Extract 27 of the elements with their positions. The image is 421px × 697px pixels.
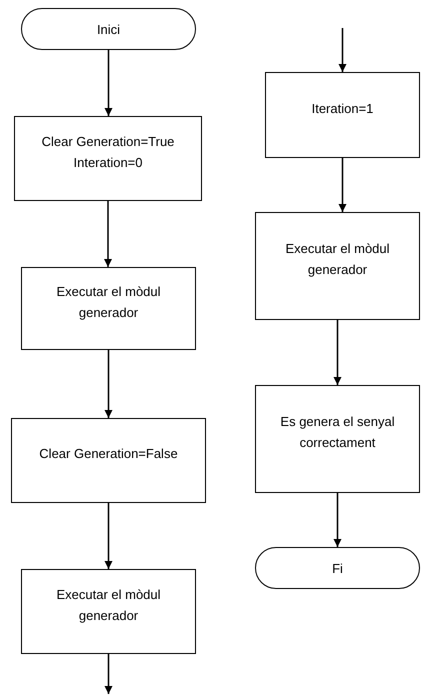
- process-box: [21, 267, 196, 350]
- process-box: [14, 116, 202, 201]
- arrow: [104, 503, 112, 569]
- arrow: [334, 320, 342, 385]
- arrow: [338, 28, 346, 72]
- node-label: Clear Generation=False: [39, 445, 178, 463]
- arrow: [104, 654, 112, 694]
- node-label: Iteration=1: [312, 100, 374, 118]
- node-label: Fi: [332, 560, 343, 578]
- node-label: Executar el mòdul generador: [55, 586, 162, 625]
- terminal-shape: [255, 547, 420, 589]
- node-label: Es genera el senyal correctament: [279, 413, 396, 452]
- process-box: [255, 212, 420, 320]
- arrow: [334, 493, 342, 547]
- process-box: [11, 418, 206, 503]
- node-label: Clear Generation=True Interation=0: [40, 132, 176, 172]
- arrow: [104, 350, 112, 418]
- node-label: Executar el mòdul generador: [284, 240, 391, 279]
- process-box: [255, 385, 420, 493]
- process-box: [21, 569, 196, 654]
- terminal-shape: [21, 8, 196, 50]
- arrow: [104, 50, 112, 116]
- process-box: [265, 72, 420, 158]
- node-label: Executar el mòdul generador: [55, 282, 162, 322]
- arrow: [338, 158, 346, 212]
- node-label: Inici: [96, 20, 120, 38]
- arrow: [104, 201, 112, 267]
